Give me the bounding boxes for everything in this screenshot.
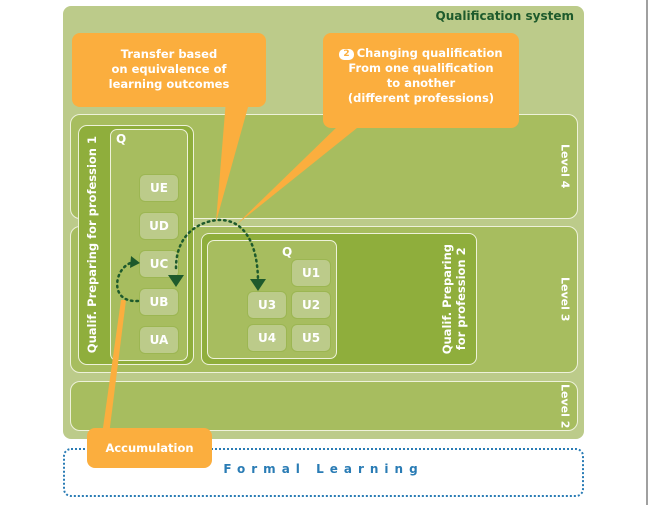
unit-u4: U4	[247, 324, 287, 352]
transfer-callout-line2: on equivalence of	[111, 62, 227, 76]
unit-u5: U5	[291, 324, 331, 352]
accumulation-callout-pointer	[102, 300, 126, 435]
unit-ue: UE	[139, 174, 179, 202]
step-badge: 2	[339, 49, 354, 60]
unit-u2: U2	[291, 291, 331, 319]
level-2-band: Level 2	[70, 381, 578, 431]
level-3-text: Level 3	[558, 277, 572, 322]
changing-callout-line4: (different professions)	[347, 91, 495, 105]
level-2-label: Level 2	[557, 382, 573, 430]
accumulation-arrowhead	[130, 256, 140, 268]
transfer-callout: Transfer based on equivalence of learnin…	[72, 33, 266, 107]
level-4-text: Level 4	[558, 144, 572, 189]
accumulation-callout-text: Accumulation	[105, 441, 194, 455]
level-4-label: Level 4	[557, 115, 573, 218]
level-3-label: Level 3	[557, 227, 573, 372]
transfer-callout-line3: learning outcomes	[108, 77, 230, 91]
unit-uc: UC	[139, 250, 179, 278]
transfer-callout-line1: Transfer based	[120, 47, 218, 61]
changing-callout-line3: to another	[386, 76, 456, 90]
changing-callout-pointer	[236, 124, 362, 225]
transfer-arrow	[174, 218, 260, 284]
formal-learning-label: Formal Learning	[223, 462, 424, 476]
unit-u1: U1	[291, 259, 331, 287]
changing-callout-line2: From one qualification	[348, 61, 494, 75]
transfer-arrowhead-uc	[168, 275, 184, 287]
unit-ub: UB	[139, 288, 179, 316]
q1-letter: Q	[116, 132, 127, 146]
page-edge	[646, 0, 648, 505]
frame-title: Qualification system	[435, 9, 574, 23]
level-2-text: Level 2	[558, 383, 572, 429]
unit-ua: UA	[139, 326, 179, 354]
transfer-callout-pointer	[216, 100, 250, 222]
unit-ud: UD	[139, 212, 179, 240]
formal-learning-box: Formal Learning	[63, 448, 584, 497]
q2-letter: Q	[282, 245, 293, 259]
accumulation-callout: Accumulation	[87, 428, 212, 468]
unit-u3: U3	[247, 291, 287, 319]
transfer-arrowhead-u3	[250, 279, 266, 291]
accumulation-arrow	[116, 260, 140, 303]
changing-callout-title: Changing qualification	[356, 46, 503, 60]
